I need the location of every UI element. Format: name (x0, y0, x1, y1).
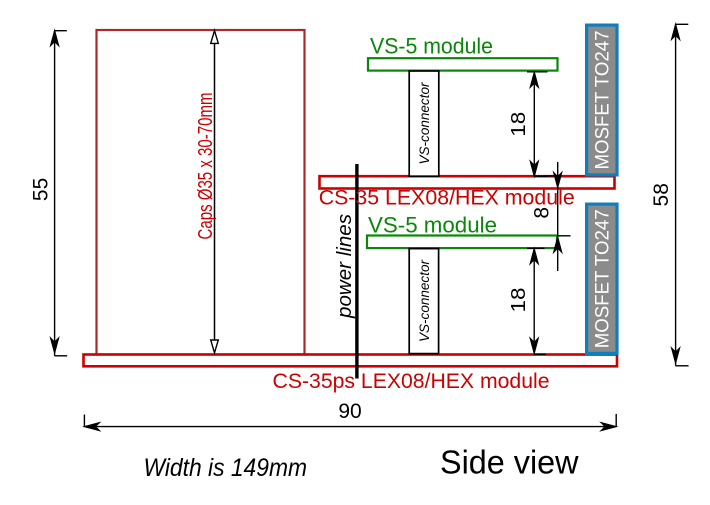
svg-text:MOSFET TO247: MOSFET TO247 (592, 209, 614, 348)
svg-text:CS-35 LEX08/HEX module: CS-35 LEX08/HEX module (319, 186, 575, 210)
svg-text:58: 58 (650, 183, 673, 206)
svg-text:power lines: power lines (334, 214, 356, 319)
svg-text:8: 8 (531, 207, 554, 219)
svg-text:Side view: Side view (440, 445, 579, 482)
svg-text:VS-connector: VS-connector (416, 259, 432, 342)
svg-text:VS-connector: VS-connector (416, 81, 432, 164)
svg-text:VS-5 module: VS-5 module (368, 212, 497, 237)
svg-text:CS-35ps LEX08/HEX module: CS-35ps LEX08/HEX module (273, 369, 550, 393)
svg-text:18: 18 (508, 112, 530, 137)
svg-text:55: 55 (30, 178, 53, 201)
svg-text:MOSFET TO247: MOSFET TO247 (592, 31, 614, 170)
svg-text:Caps Ø35 x 30-70mm: Caps Ø35 x 30-70mm (194, 93, 217, 240)
svg-text:18: 18 (508, 288, 530, 313)
svg-text:VS-5 module: VS-5 module (370, 33, 493, 58)
svg-text:Width is 149mm: Width is 149mm (144, 454, 308, 482)
svg-text:90: 90 (338, 400, 361, 423)
